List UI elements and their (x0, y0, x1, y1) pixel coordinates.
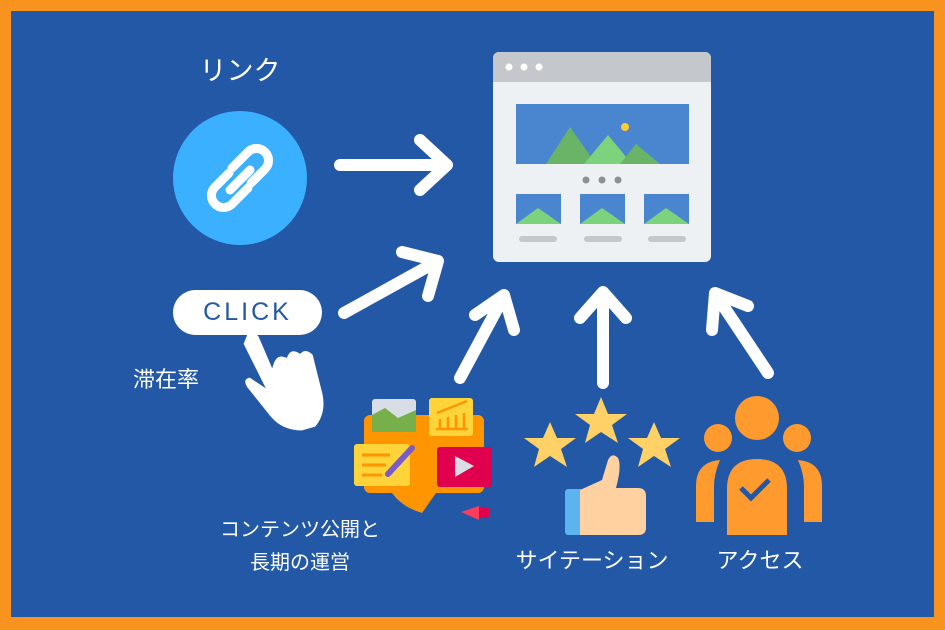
content-label-line2: 長期の運営 (250, 550, 350, 574)
arrow-citation-to-site (574, 286, 632, 389)
content-label-line1: コンテンツ公開と (220, 517, 380, 541)
content-publishing-icon (354, 398, 492, 520)
link-icon (173, 111, 307, 245)
click-button-graphic: CLICK (173, 290, 322, 335)
star-icon (524, 422, 576, 467)
citation-label: サイテーション (515, 549, 669, 574)
link-label: リンク (199, 56, 281, 87)
people-access-icon (696, 396, 822, 535)
arrow-content-to-site (454, 289, 520, 384)
website-icon (493, 52, 711, 262)
dwell-rate-label: 滞在率 (132, 368, 200, 393)
arrow-access-to-site (706, 287, 774, 379)
arrow-click-to-site (338, 246, 444, 319)
arrow-link-to-site (334, 134, 453, 196)
star-icon (575, 397, 627, 443)
access-label: アクセス (716, 549, 804, 574)
citation-icon (524, 397, 680, 535)
star-icon (628, 422, 680, 467)
pointing-hand-icon (240, 329, 327, 434)
